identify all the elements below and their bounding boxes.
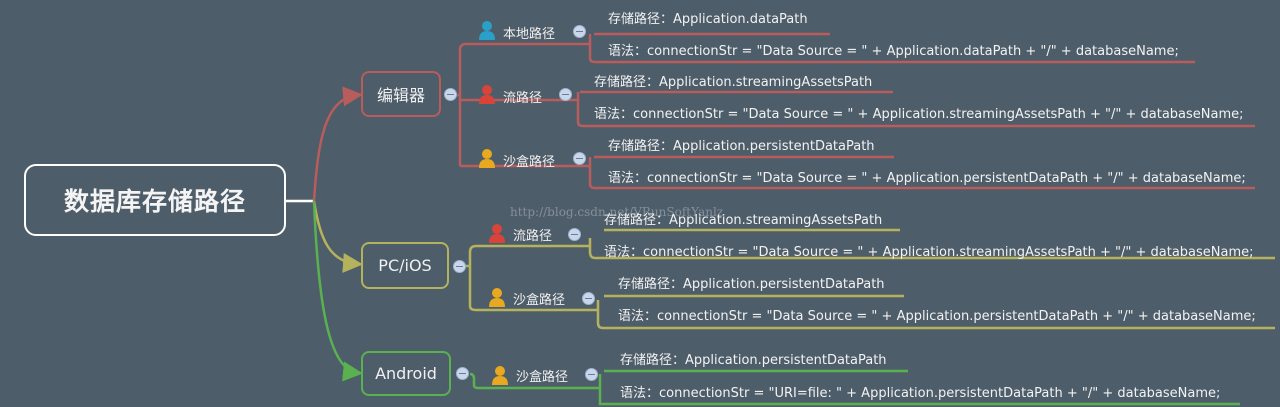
leaf-storage[interactable]: 存储路径：Application.streamingAssetsPath	[604, 213, 883, 228]
watermark: http://blog.csdn.net/VRunSoftYanlz	[510, 205, 724, 219]
person-red-icon	[479, 85, 495, 104]
person-yellow-icon	[489, 288, 505, 307]
collapse-subnode-button[interactable]	[582, 292, 595, 305]
person-yellow-icon	[492, 366, 508, 385]
editor-tree	[457, 42, 500, 168]
person-blue-icon	[479, 21, 495, 40]
branch-label: Android	[375, 364, 437, 383]
subnode-label[interactable]: 沙盒路径	[516, 370, 569, 385]
leaf-syntax[interactable]: 语法：connectionStr = "Data Source = " + Ap…	[608, 44, 1179, 59]
link-android	[312, 200, 363, 382]
leaf-storage[interactable]: 存储路径：Application.persistentDataPath	[608, 139, 875, 154]
link-editor	[312, 86, 363, 202]
leaf-storage[interactable]: 存储路径：Application.persistentDataPath	[618, 277, 885, 292]
collapse-pcios-button[interactable]	[453, 260, 466, 273]
collapse-subnode-button[interactable]	[573, 152, 586, 165]
leaf-storage[interactable]: 存储路径：Application.persistentDataPath	[620, 353, 887, 368]
collapse-subnode-button[interactable]	[559, 88, 572, 101]
leaf-syntax[interactable]: 语法：connectionStr = "Data Source = " + Ap…	[618, 309, 1256, 324]
subnode-label[interactable]: 流路径	[513, 229, 553, 244]
collapse-android-button[interactable]	[456, 367, 469, 380]
leaf-syntax[interactable]: 语法：connectionStr = "URI=file: " + Applic…	[620, 386, 1221, 401]
subnode-label[interactable]: 流路径	[503, 91, 543, 106]
branch-android[interactable]: Android	[361, 351, 451, 396]
branch-label: 编辑器	[376, 86, 425, 105]
root-node[interactable]: 数据库存储路径	[24, 164, 286, 236]
subnode-label[interactable]: 本地路径	[503, 27, 556, 42]
branch-pcios[interactable]: PC/iOS	[361, 242, 449, 289]
leaf-storage[interactable]: 存储路径：Application.streamingAssetsPath	[594, 75, 873, 90]
person-yellow-icon	[479, 149, 495, 168]
collapse-subnode-button[interactable]	[568, 228, 581, 241]
collapse-subnode-button[interactable]	[585, 368, 598, 381]
leaf-syntax[interactable]: 语法：connectionStr = "Data Source = " + Ap…	[594, 107, 1244, 122]
person-red-icon	[489, 224, 505, 243]
branch-editor[interactable]: 编辑器	[361, 71, 441, 117]
leaf-syntax[interactable]: 语法：connectionStr = "Data Source = " + Ap…	[608, 171, 1246, 186]
leaf-storage[interactable]: 存储路径：Application.dataPath	[608, 12, 808, 27]
collapse-editor-button[interactable]	[444, 88, 457, 101]
collapse-subnode-button[interactable]	[573, 25, 586, 38]
root-label: 数据库存储路径	[63, 187, 246, 216]
branch-label: PC/iOS	[378, 256, 432, 275]
link-pcios	[312, 200, 363, 273]
subnode-label[interactable]: 沙盒路径	[503, 155, 556, 170]
leaf-syntax[interactable]: 语法：connectionStr = "Data Source = " + Ap…	[604, 245, 1254, 260]
subnode-label[interactable]: 沙盒路径	[513, 293, 566, 308]
